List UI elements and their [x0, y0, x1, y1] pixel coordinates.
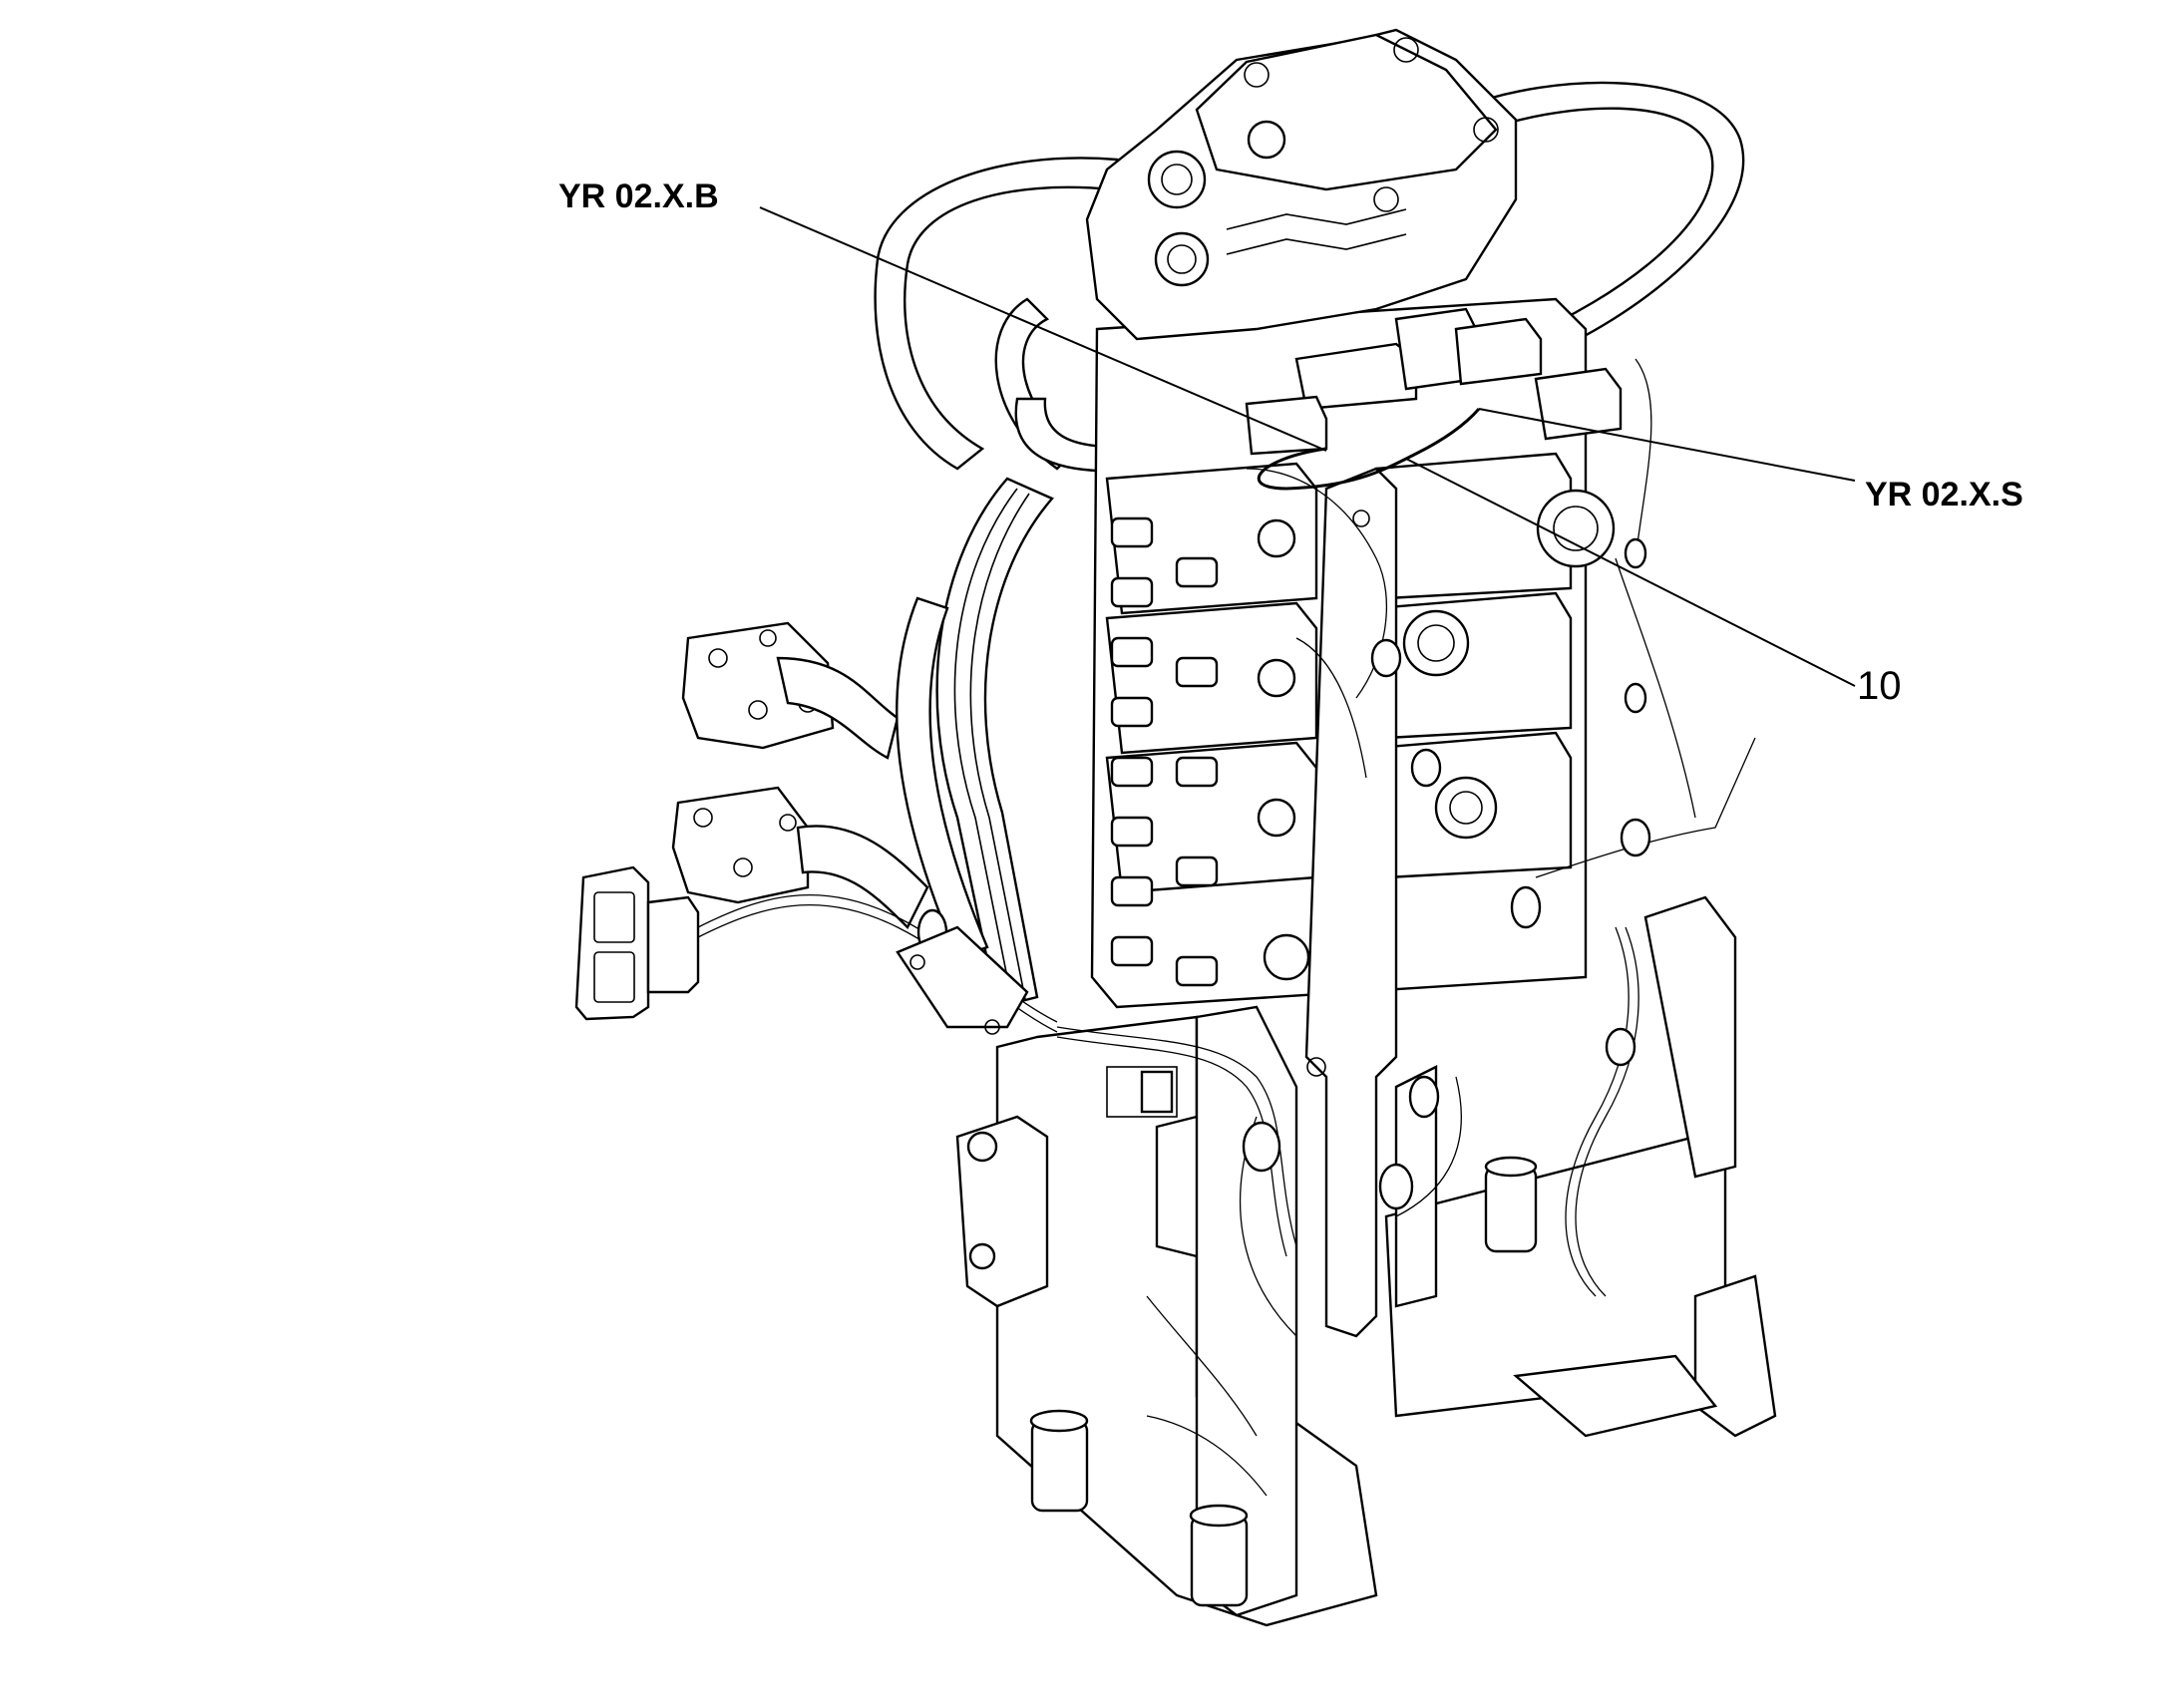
hose-loop-left	[874, 157, 1119, 471]
pump-housing	[1085, 28, 1518, 341]
mounting-bracket-strip	[1304, 467, 1398, 1338]
leader-line-10	[1405, 458, 1856, 687]
left-flange-block	[671, 621, 929, 930]
harness-connector	[574, 865, 700, 1021]
callout-yr02xb-label: YR 02.X.B	[558, 177, 719, 215]
solenoid-fittings	[1110, 516, 1310, 987]
callout-yr02xs-label: YR 02.X.S	[1865, 476, 2023, 513]
highlighted-wire-loop	[1257, 408, 1481, 491]
callout-10-label: 10	[1857, 664, 1902, 708]
harness-bracket	[896, 925, 1029, 1035]
leader-line-yr02xs	[1478, 408, 1856, 482]
filter-canisters	[1029, 1156, 1538, 1607]
solenoid-bodies	[1245, 307, 1623, 456]
auxiliary-valve-block	[955, 1115, 1049, 1308]
leader-line-yr02xb	[759, 206, 1327, 452]
